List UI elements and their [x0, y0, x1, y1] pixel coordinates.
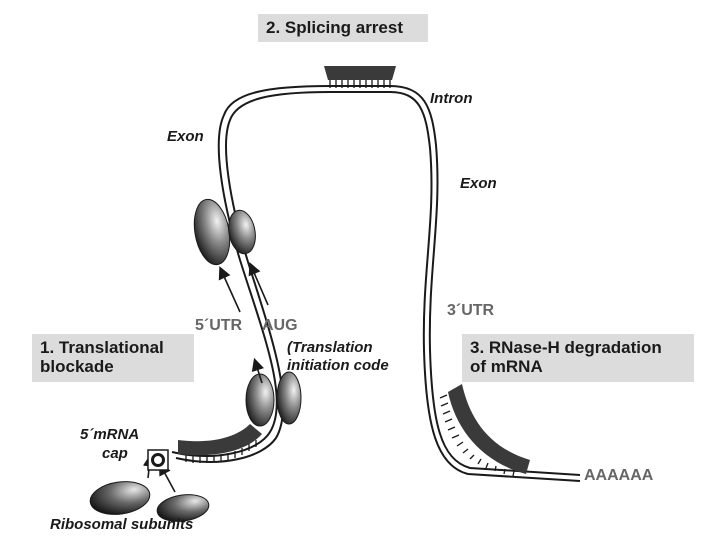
splicing-arrest-box: 2. Splicing arrest: [258, 14, 428, 42]
aug-label: AUG: [262, 317, 298, 334]
rnase-h-line1: 3. RNase-H degradation: [470, 338, 662, 357]
splicing-arrest-label: 2. Splicing arrest: [266, 18, 403, 37]
ribosomal-subunit-large: [89, 481, 151, 515]
rnase-h-box: 3. RNase-H degradation of mRNA: [462, 334, 694, 382]
ribosome-upper-left: [193, 198, 231, 266]
utr5-label: 5´UTR: [195, 317, 243, 334]
utr3-label: 3´UTR: [447, 302, 495, 319]
ribosome-arrows: [142, 262, 269, 493]
ribosomal-subunits-label: Ribosomal subunits: [50, 516, 194, 533]
antisense-oligo-right: [439, 384, 530, 477]
rnase-h-line2: of mRNA: [470, 357, 543, 376]
translational-blockade-line2: blockade: [40, 357, 114, 376]
translational-blockade-line1: 1. Translational: [40, 338, 164, 357]
translation-initiation-line2: initiation code: [287, 357, 389, 374]
exon-right-label: Exon: [460, 175, 497, 192]
ribosome-lower-right: [276, 371, 302, 425]
translational-blockade-box: 1. Translational blockade: [32, 334, 194, 382]
cap-label-line1: 5´mRNA: [80, 426, 140, 443]
mrna-cap-icon: [147, 449, 169, 471]
antisense-oligo-top: [324, 66, 396, 88]
antisense-oligo-left: [178, 424, 262, 463]
translation-initiation-line1: (Translation: [287, 339, 373, 356]
exon-left-label: Exon: [167, 128, 204, 145]
ribosome-upper-right: [228, 209, 256, 255]
intron-label: Intron: [430, 90, 473, 107]
polya-tail-label: AAAAAA: [584, 467, 654, 484]
ribosomal-subunit-small: [156, 494, 210, 522]
ribosome-lower-left: [245, 373, 275, 427]
cap-label-line2: cap: [102, 445, 128, 462]
mrna-strand: [171, 85, 581, 482]
